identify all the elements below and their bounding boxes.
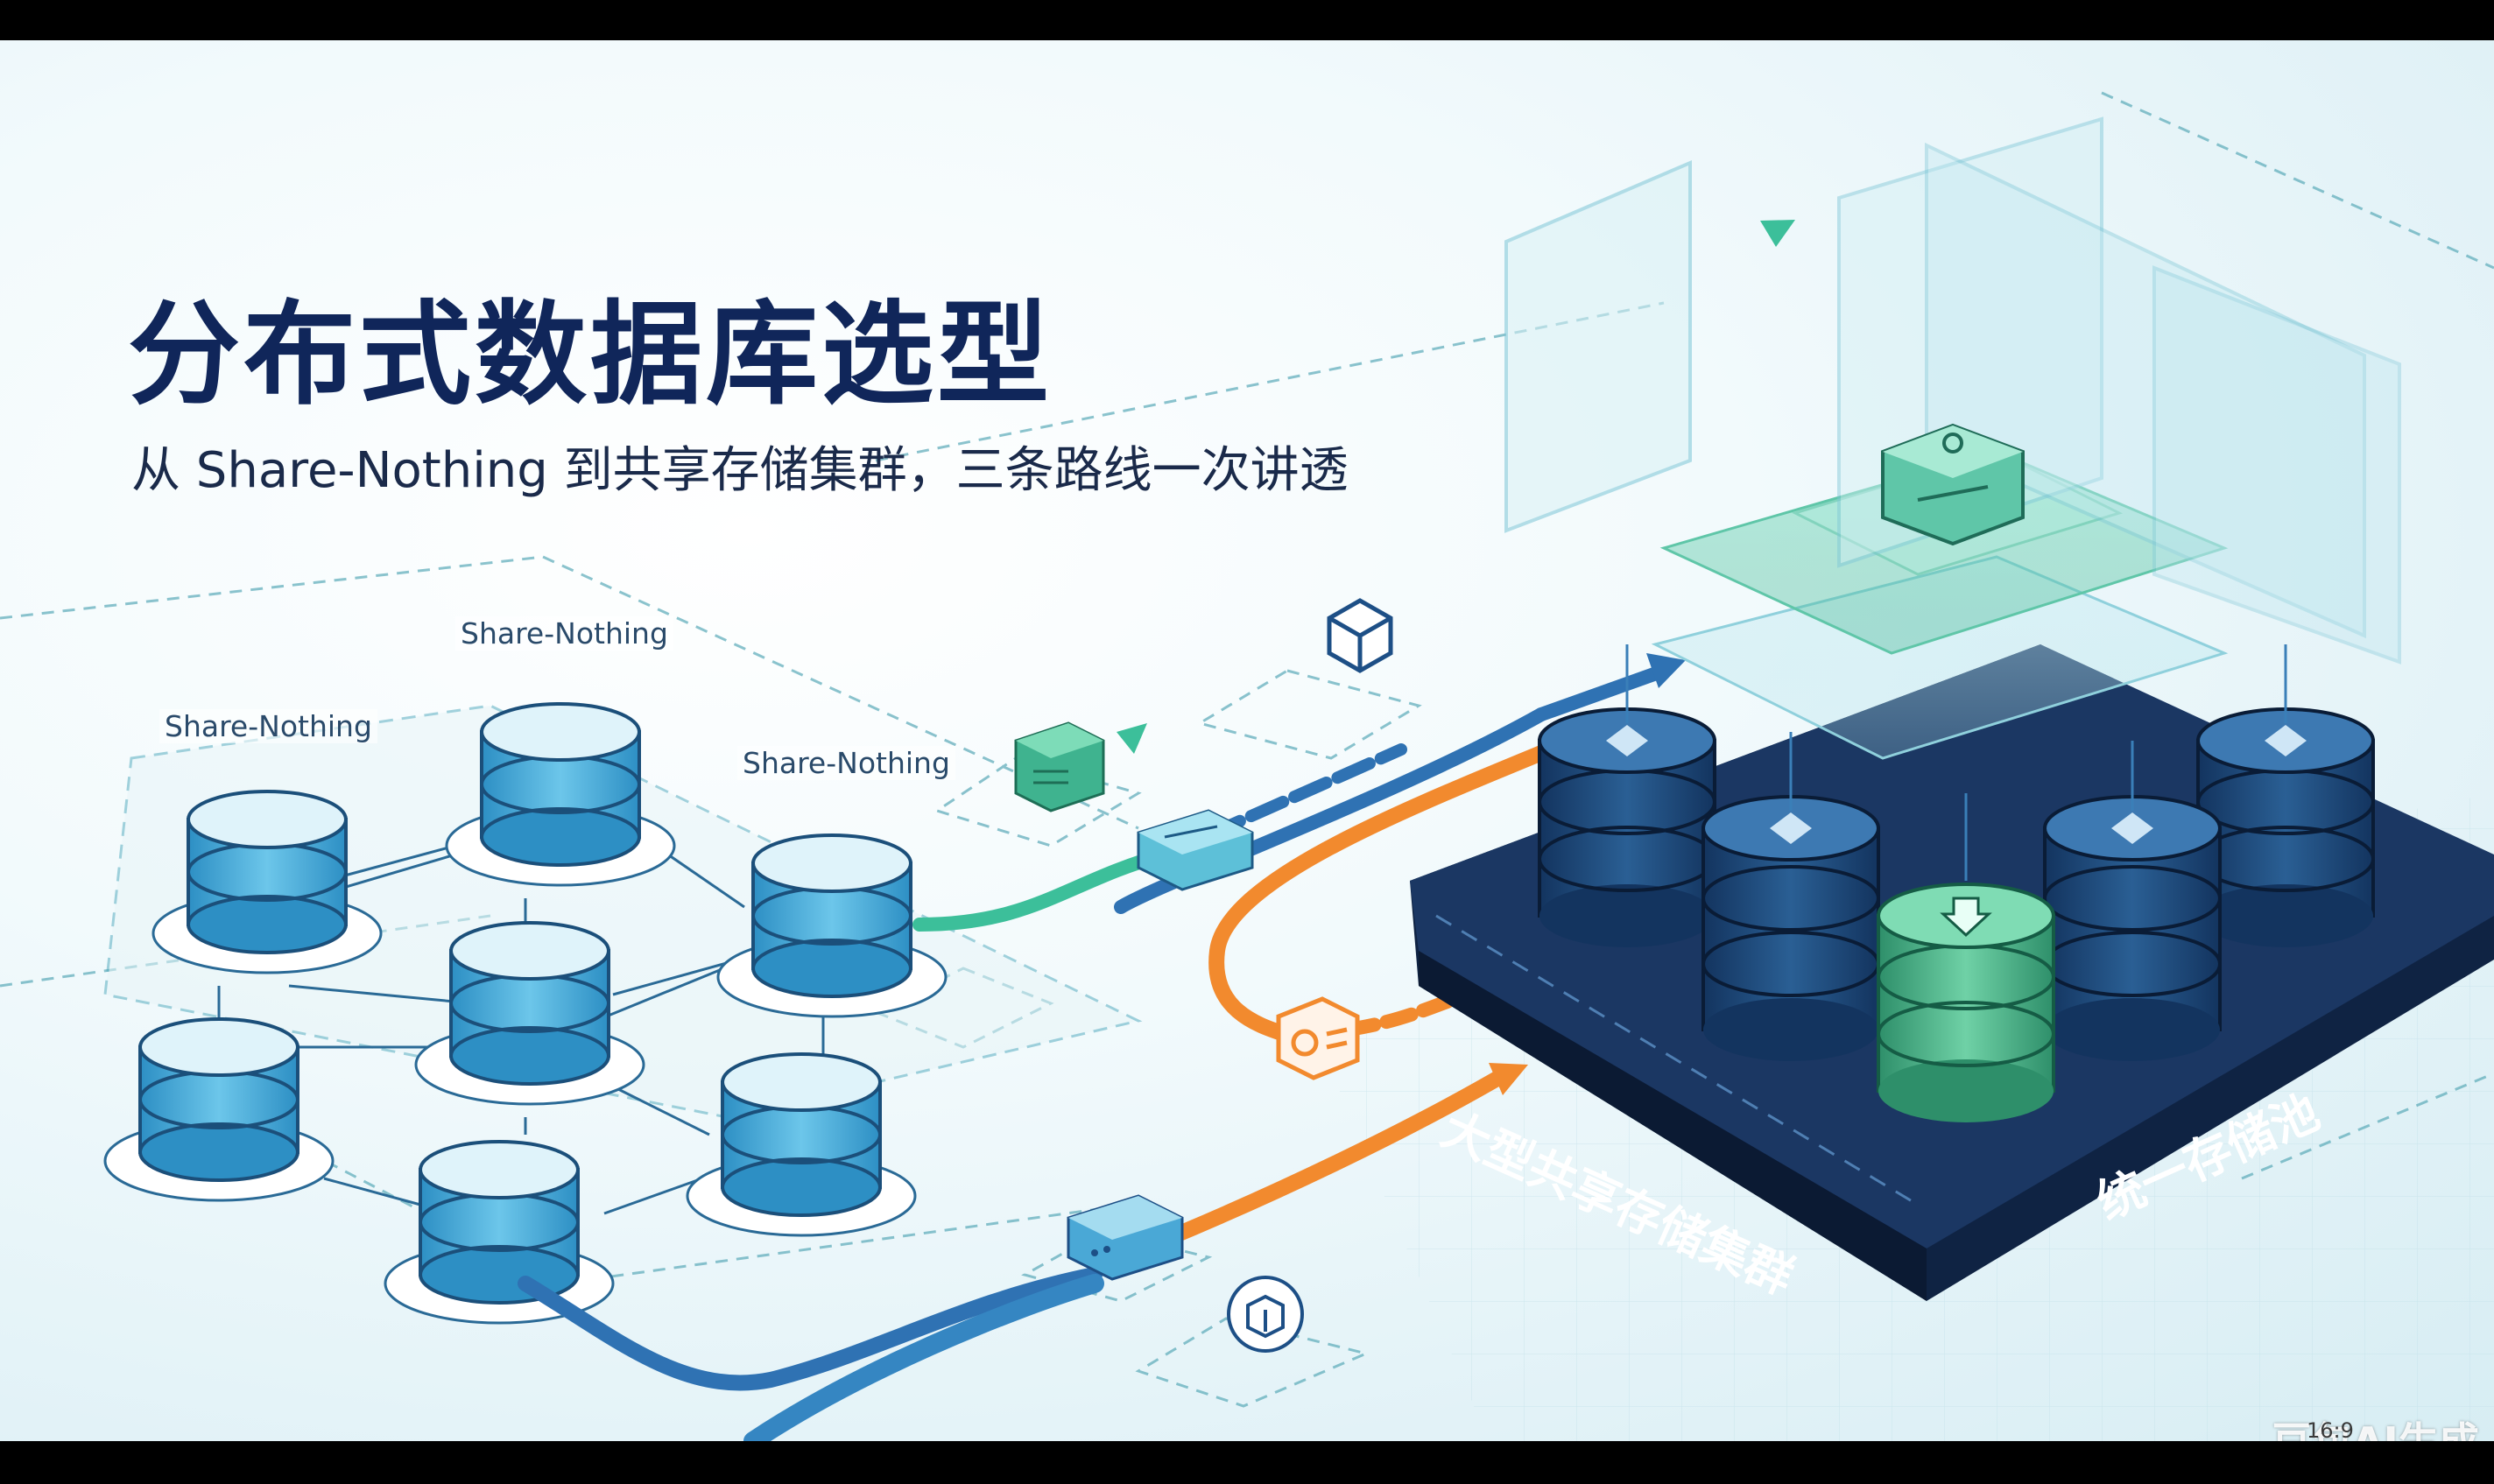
aspect-ratio-text: 16:9 — [2307, 1418, 2354, 1441]
storage-cylinder-3 — [1701, 795, 1880, 1061]
db-node-right — [686, 1052, 917, 1237]
storage-cylinder-2 — [2196, 707, 2375, 947]
storage-cylinder-green — [1877, 883, 2055, 1122]
db-node-left-top — [151, 790, 383, 974]
download-box-icon — [1227, 1276, 1304, 1353]
slide-subtitle: 从 Share-Nothing 到共享存储集群，三条路线一次讲透 — [131, 442, 1349, 499]
packet-box-blue — [1067, 1194, 1184, 1281]
storage-cylinder-4 — [2043, 795, 2222, 1061]
illustration — [0, 91, 2494, 1441]
share-nothing-panel — [103, 704, 1143, 1119]
db-node-center — [414, 921, 645, 1106]
slide-title: 分布式数据库选型 — [128, 290, 1053, 420]
db-node-right-top — [716, 833, 948, 1018]
packet-box-teal — [1137, 809, 1254, 891]
db-node-bottom — [384, 1140, 615, 1325]
packet-box-green — [1014, 721, 1105, 812]
share-nothing-label-a: Share-Nothing — [159, 709, 377, 743]
top-cube-icon — [1881, 423, 2025, 546]
flow-paths — [518, 664, 1671, 1441]
share-nothing-label-c: Share-Nothing — [737, 746, 955, 780]
cube-outline-icon — [1327, 598, 1393, 673]
upload-arrows — [1625, 644, 2287, 881]
storage-cylinder-1 — [1538, 707, 1716, 947]
watermark: 豆包AI生成 — [2272, 1410, 2479, 1441]
flow-arrowheads — [1117, 220, 1795, 1095]
slide-canvas: 分布式数据库选型 从 Share-Nothing 到共享存储集群，三条路线一次讲… — [0, 40, 2494, 1441]
share-nothing-label-b: Share-Nothing — [455, 616, 673, 651]
orange-storage-icon — [1276, 996, 1360, 1080]
db-node-left — [103, 1017, 335, 1202]
db-node-center-top — [445, 702, 676, 887]
